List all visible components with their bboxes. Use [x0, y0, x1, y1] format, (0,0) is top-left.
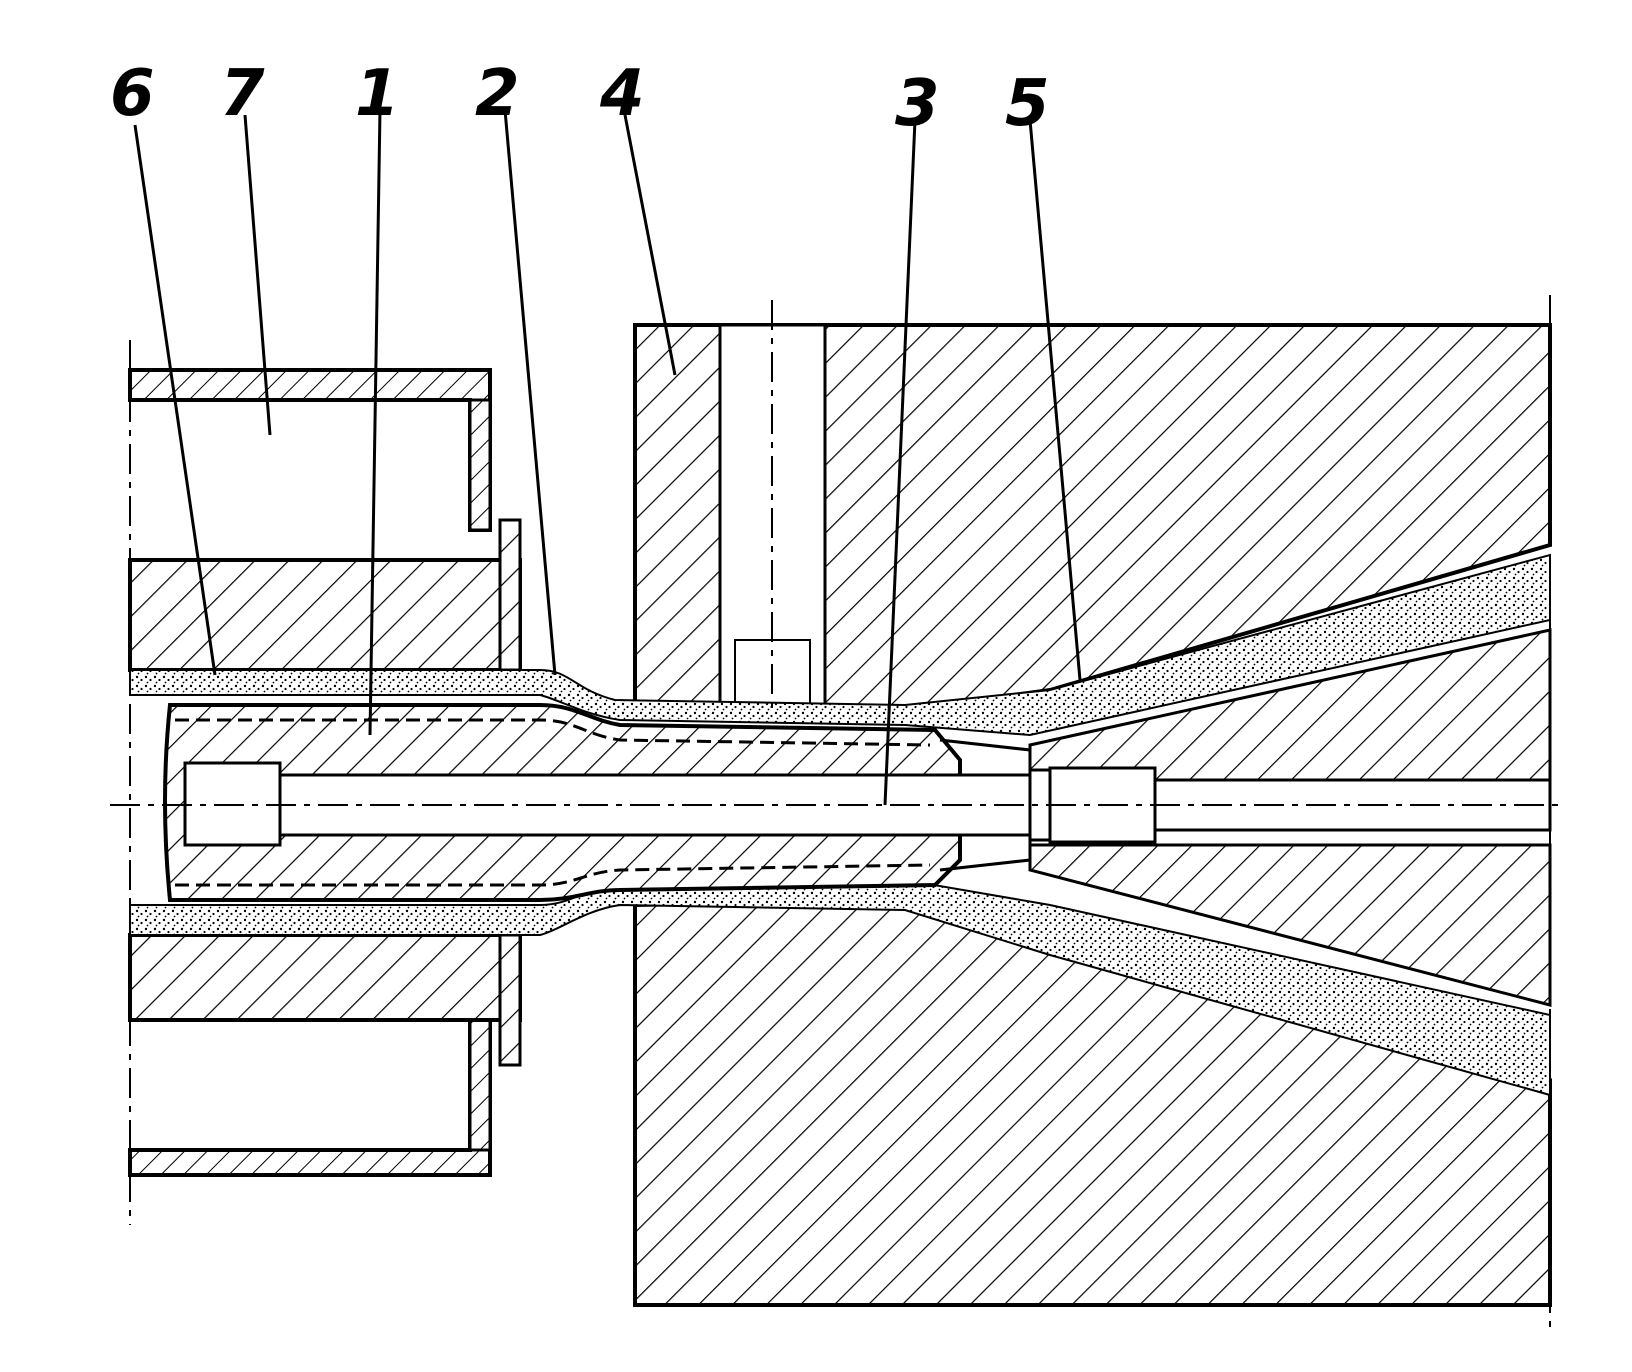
center-lines — [110, 295, 1560, 1330]
part-labels: 6 7 1 2 4 3 5 — [110, 57, 1050, 141]
label-2: 2 — [475, 57, 520, 131]
label-1: 1 — [355, 57, 400, 131]
leader-lines — [133, 109, 1082, 806]
label-4: 4 — [599, 57, 645, 131]
label-3: 3 — [895, 67, 940, 141]
label-5: 5 — [1005, 67, 1050, 141]
label-6: 6 — [110, 57, 155, 131]
right-core-block — [1028, 628, 1552, 1007]
label-7: 7 — [220, 57, 265, 131]
